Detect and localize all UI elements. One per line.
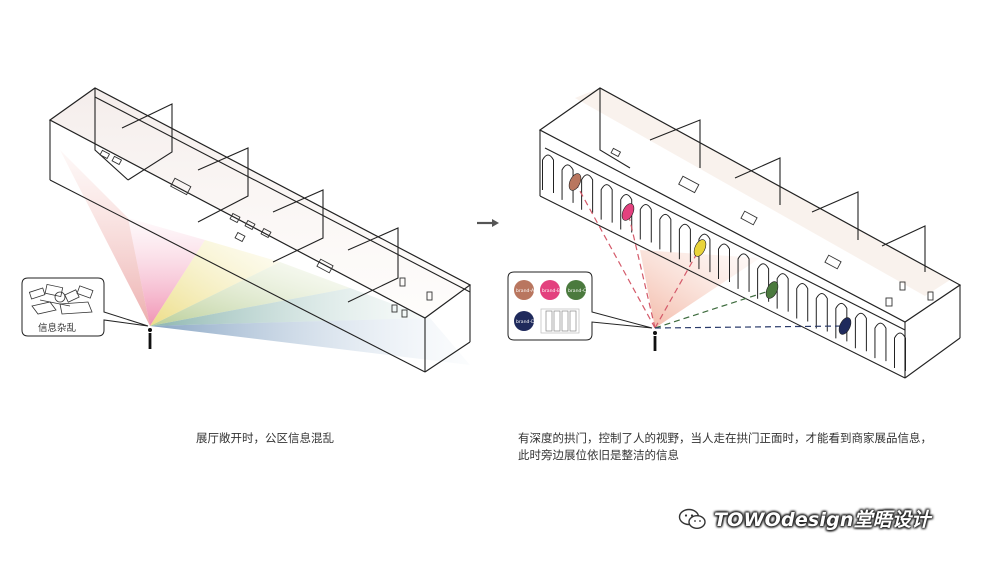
- view-cone-fan: [60, 150, 470, 365]
- clutter-icon: [28, 283, 94, 315]
- arch: [757, 263, 770, 302]
- arch: [581, 174, 594, 213]
- arch: [776, 273, 789, 312]
- arch: [737, 253, 750, 292]
- building-box: [48, 87, 472, 373]
- arch: [854, 312, 867, 352]
- caption-left: 展厅敞开时，公区信息混乱: [196, 431, 334, 445]
- limited-view-cone: [640, 250, 760, 328]
- arch: [659, 213, 672, 253]
- furniture-icons: [99, 149, 433, 318]
- arrow-right-icon: [477, 219, 499, 227]
- brand-a-swatch: [514, 280, 534, 300]
- arch: [620, 194, 633, 233]
- arch: [561, 164, 574, 203]
- brand-a-label: brand-A: [516, 288, 535, 294]
- wechat-icon: [678, 508, 706, 529]
- clean-panels-icon: [540, 308, 580, 334]
- arch: [894, 332, 906, 371]
- arch: [874, 322, 887, 362]
- person-figure-right: [653, 331, 657, 351]
- arch: [639, 203, 652, 243]
- brand-c-swatch: [566, 280, 586, 300]
- clutter-tag-label: 信息杂乱: [38, 322, 77, 334]
- brand-d-label: brand-D: [516, 319, 535, 325]
- person-figure: [148, 328, 152, 349]
- clutter-callout: 信息杂乱: [21, 277, 149, 337]
- arch: [600, 184, 613, 223]
- arcade-arches: [542, 154, 906, 371]
- watermark-text: TOWOdesign堂晤设计: [714, 509, 931, 531]
- caption-right-line1: 有深度的拱门，控制了人的视野，当人走在拱门正面时，才能看到商家展品信息，: [518, 431, 932, 445]
- arch: [815, 292, 828, 332]
- sight-lines: [574, 181, 846, 329]
- brand-d-swatch: [514, 311, 534, 331]
- room-floor-tint: [50, 88, 470, 318]
- arch: [698, 233, 711, 273]
- brand-markers: [568, 173, 852, 335]
- right-diagram: brand-A brand-B brand-C brand-D: [507, 87, 962, 379]
- arch: [678, 223, 691, 263]
- brand-b-swatch: [540, 280, 560, 300]
- left-diagram: 信息杂乱: [21, 87, 472, 373]
- arch: [718, 243, 730, 282]
- brand-c-label: brand-C: [568, 288, 586, 294]
- watermark: TOWOdesign堂晤设计: [678, 505, 930, 532]
- brand-callout: brand-A brand-B brand-C brand-D: [507, 271, 653, 341]
- furniture-icons-right: [610, 147, 934, 307]
- caption-right: 有深度的拱门，控制了人的视野，当人走在拱门正面时，才能看到商家展品信息， 此时旁…: [518, 430, 932, 464]
- caption-right-line2: 此时旁边展位依旧是整洁的信息: [518, 448, 679, 462]
- arch: [796, 283, 809, 322]
- room-floor-tint-right: [575, 88, 950, 296]
- arch: [542, 154, 554, 193]
- brand-b-label: brand-B: [542, 288, 560, 294]
- arch: [835, 302, 848, 342]
